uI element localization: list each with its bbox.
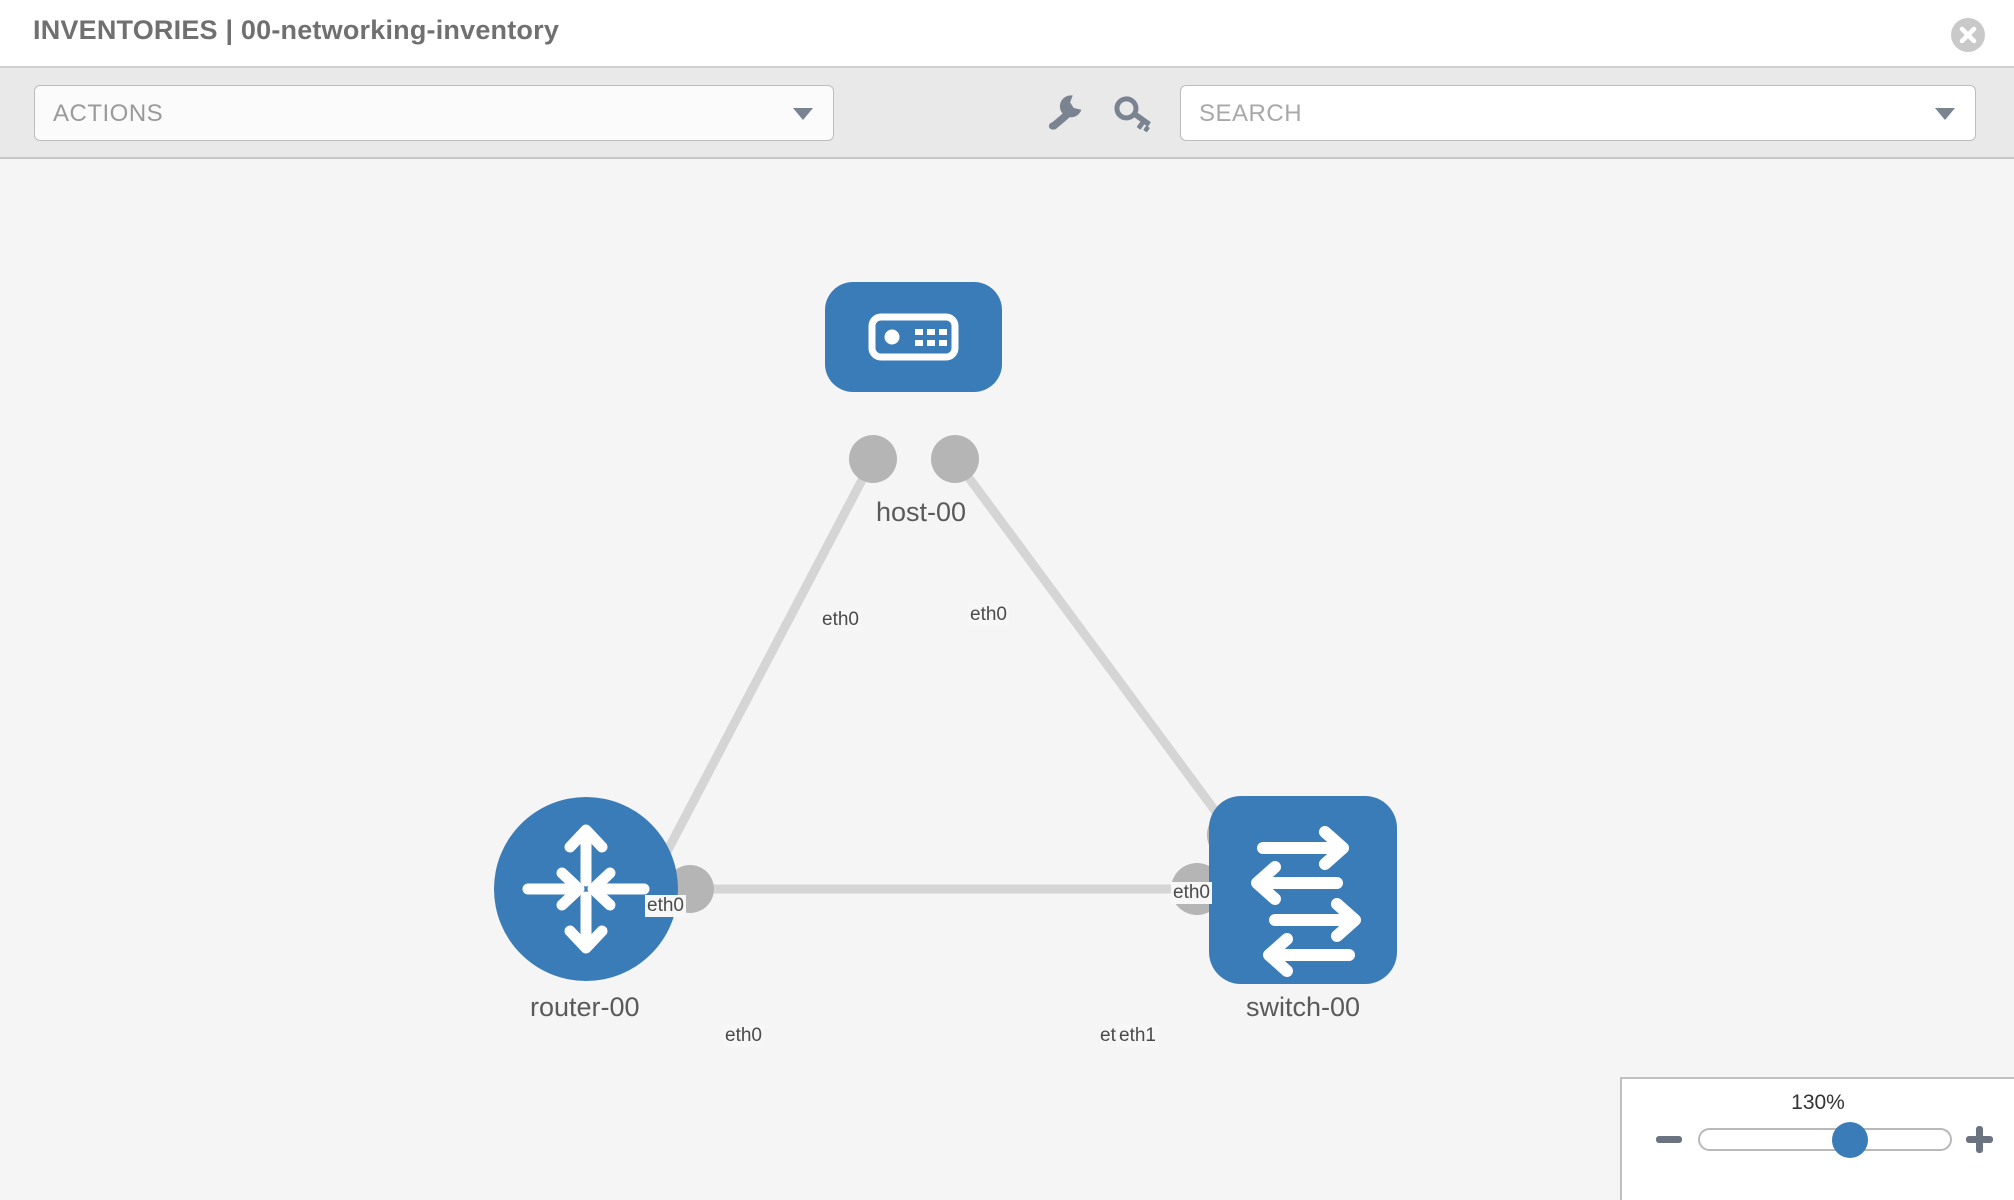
topology-links [656, 456, 1237, 894]
chevron-down-icon [793, 108, 813, 120]
page-title: INVENTORIES | 00-networking-inventory [33, 15, 560, 45]
switch-arrows-icon [1251, 826, 1361, 977]
node-host-00-shape [825, 282, 1002, 392]
key-icon[interactable] [1108, 88, 1158, 138]
link-host00-router00 [656, 456, 877, 868]
search-input-placeholder: SEARCH [1199, 100, 1303, 127]
port-label-switch00-uplink: eth0 [1171, 882, 1212, 904]
node-switch-00 [1209, 796, 1397, 984]
port-host00-eth0-right [931, 435, 979, 483]
search-input[interactable]: SEARCH [1180, 85, 1976, 141]
close-icon[interactable] [1951, 18, 1985, 52]
plus-icon[interactable] [1966, 1126, 1993, 1153]
node-router-00-shape [494, 797, 678, 981]
zoom-control-panel: 130% [1620, 1077, 2014, 1200]
minus-icon[interactable] [1656, 1136, 1682, 1143]
actions-dropdown[interactable]: ACTIONS [34, 85, 834, 141]
link-host00-switch00 [951, 456, 1237, 838]
port-label-host00-left: eth0 [820, 609, 861, 631]
zoom-slider-handle[interactable] [1832, 1121, 1868, 1158]
server-icon [868, 313, 959, 361]
node-label-switch-00: switch-00 [1243, 992, 1364, 1023]
topology-graph [494, 282, 1397, 984]
port-label-switch00-eth1: eth1 [1117, 1025, 1158, 1047]
page-header: INVENTORIES | 00-networking-inventory [0, 0, 2014, 68]
node-label-router-00: router-00 [527, 992, 643, 1023]
zoom-level-label: 130% [1791, 1091, 1845, 1114]
port-label-host00-right: eth0 [968, 604, 1009, 626]
node-host-00 [825, 282, 1002, 392]
node-label-host-00: host-00 [873, 497, 970, 528]
chevron-down-icon [1935, 108, 1955, 120]
wrench-icon[interactable] [1040, 88, 1090, 138]
actions-dropdown-label: ACTIONS [53, 100, 164, 127]
port-host00-eth0-left [849, 435, 897, 483]
router-arrows-icon [522, 824, 650, 954]
port-label-router00-eth0: eth0 [723, 1025, 764, 1047]
zoom-slider[interactable] [1698, 1121, 1952, 1158]
port-label-router00-uplink: eth0 [645, 895, 686, 917]
node-switch-00-shape [1209, 796, 1397, 984]
node-router-00 [494, 797, 678, 981]
topology-canvas[interactable]: host-00 router-00 switch-00 eth0 eth0 et… [0, 159, 2014, 1200]
toolbar: ACTIONS SEARCH [0, 68, 2014, 159]
